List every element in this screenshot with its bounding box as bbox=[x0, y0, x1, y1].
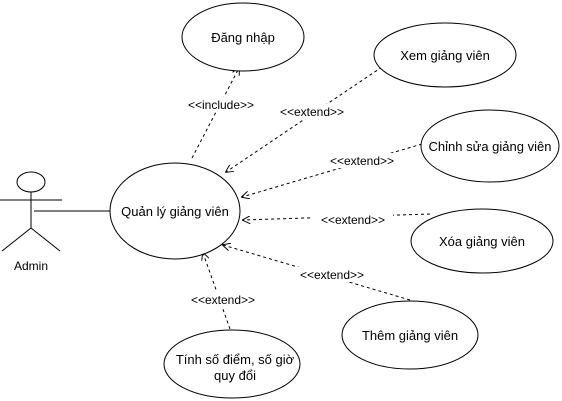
extend-edit-arrow bbox=[242, 143, 423, 197]
extend-delete-arrow bbox=[243, 213, 431, 220]
use-case-login[interactable]: Đăng nhập bbox=[181, 2, 305, 72]
use-case-compute-label-line1: Tính số điểm, số giờ bbox=[176, 352, 295, 367]
extend-compute-relation: <<extend>> bbox=[183, 253, 263, 330]
extend-delete-relation: <<extend>> bbox=[243, 212, 431, 227]
use-case-add-label: Thêm giảng viên bbox=[362, 328, 458, 343]
use-case-main-label: Quản lý giảng viên bbox=[121, 204, 229, 219]
use-case-compute-label-line2: quy đổi bbox=[214, 368, 256, 383]
use-case-delete[interactable]: Xóa giảng viên bbox=[410, 208, 554, 274]
include-label: <<include>> bbox=[188, 98, 254, 112]
include-login-relation: <<include>> bbox=[180, 68, 262, 159]
extend-delete-label: <<extend>> bbox=[321, 213, 385, 227]
extend-add-relation: <<extend>> bbox=[223, 245, 411, 301]
actor-admin[interactable]: Admin bbox=[0, 171, 62, 273]
use-case-login-label: Đăng nhập bbox=[211, 30, 275, 45]
use-case-main[interactable]: Quản lý giảng viên bbox=[109, 162, 241, 260]
actor-label: Admin bbox=[14, 259, 48, 273]
use-case-delete-label: Xóa giảng viên bbox=[439, 234, 525, 249]
extend-edit-label: <<extend>> bbox=[330, 154, 394, 168]
use-case-compute[interactable]: Tính số điểm, số giờ quy đổi bbox=[163, 329, 301, 399]
use-case-add[interactable]: Thêm giảng viên bbox=[341, 300, 479, 370]
extend-view-label: <<extend>> bbox=[280, 105, 344, 119]
extend-compute-label: <<extend>> bbox=[191, 293, 255, 307]
use-case-edit-label: Chỉnh sửa giảng viên bbox=[429, 139, 552, 154]
include-arrow bbox=[191, 68, 239, 159]
stick-figure-icon bbox=[0, 171, 62, 252]
use-case-view[interactable]: Xem giảng viên bbox=[373, 22, 517, 88]
extend-view-arrow bbox=[226, 66, 383, 172]
use-case-edit[interactable]: Chỉnh sửa giảng viên bbox=[420, 109, 560, 183]
extend-view-relation: <<extend>> bbox=[226, 66, 383, 172]
extend-compute-arrow bbox=[203, 253, 231, 330]
use-case-view-label: Xem giảng viên bbox=[400, 48, 490, 63]
extend-add-label: <<extend>> bbox=[300, 268, 364, 282]
extend-edit-relation: <<extend>> bbox=[242, 143, 423, 197]
